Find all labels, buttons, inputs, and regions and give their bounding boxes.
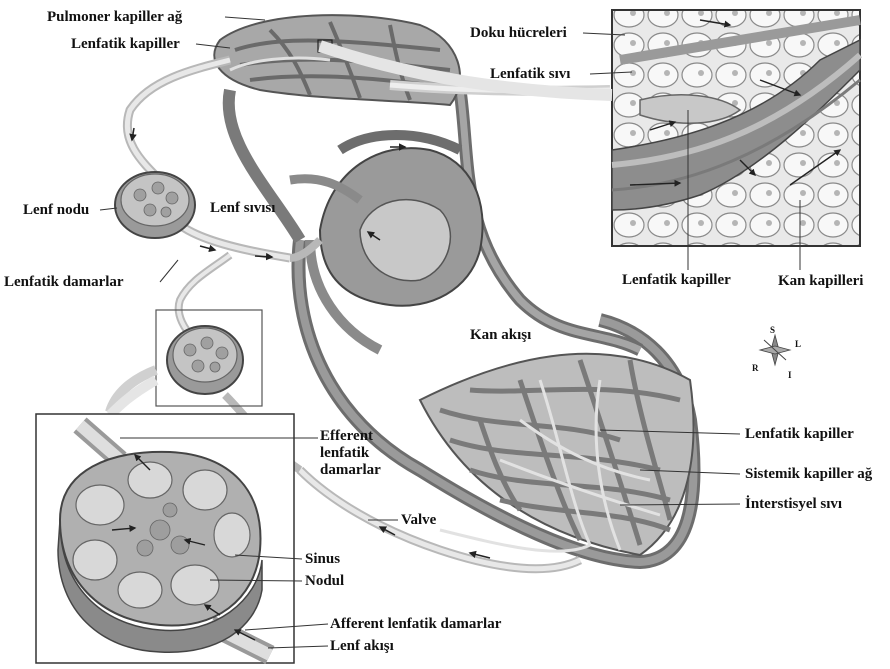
label-sinus: Sinus — [305, 551, 340, 568]
label-tissue-cells: Doku hücreleri — [470, 25, 567, 42]
label-systemic-capillary: Sistemik kapiller ağ — [745, 466, 872, 483]
label-blood-flow: Kan akışı — [470, 327, 531, 344]
compass-i: I — [788, 367, 792, 384]
lymph-node-upper — [115, 172, 195, 238]
label-lymphatic-capillary-inset: Lenfatik kapiller — [622, 272, 731, 289]
compass-l: L — [795, 336, 801, 353]
label-lymph-fluid: Lenf sıvısı — [210, 200, 275, 217]
label-lymph-flow: Lenf akışı — [330, 638, 394, 655]
label-nodule: Nodul — [305, 573, 344, 590]
label-blood-capillaries: Kan kapilleri — [778, 273, 863, 290]
lymph-node-inset — [36, 414, 294, 663]
label-lymphatic-fluid: Lenfatik sıvı — [490, 66, 570, 83]
label-lymphatic-vessels: Lenfatik damarlar — [4, 274, 124, 291]
label-lymphatic-capillary-top: Lenfatik kapiller — [71, 36, 180, 53]
compass-r: R — [752, 360, 759, 377]
label-afferent: Afferent lenfatik damarlar — [330, 616, 501, 633]
label-lymph-node: Lenf nodu — [23, 202, 89, 219]
label-valve: Valve — [401, 512, 436, 529]
label-lymphatic-capillary-right: Lenfatik kapiller — [745, 426, 854, 443]
orientation-compass — [760, 335, 790, 365]
label-efferent: Efferent lenfatik damarlar — [320, 428, 400, 479]
label-pulmonary-capillary: Pulmoner kapiller ağ — [47, 9, 182, 26]
tissue-inset — [612, 10, 860, 246]
compass-s: S — [770, 322, 775, 339]
label-interstitial-fluid: İnterstisyel sıvı — [745, 496, 842, 513]
